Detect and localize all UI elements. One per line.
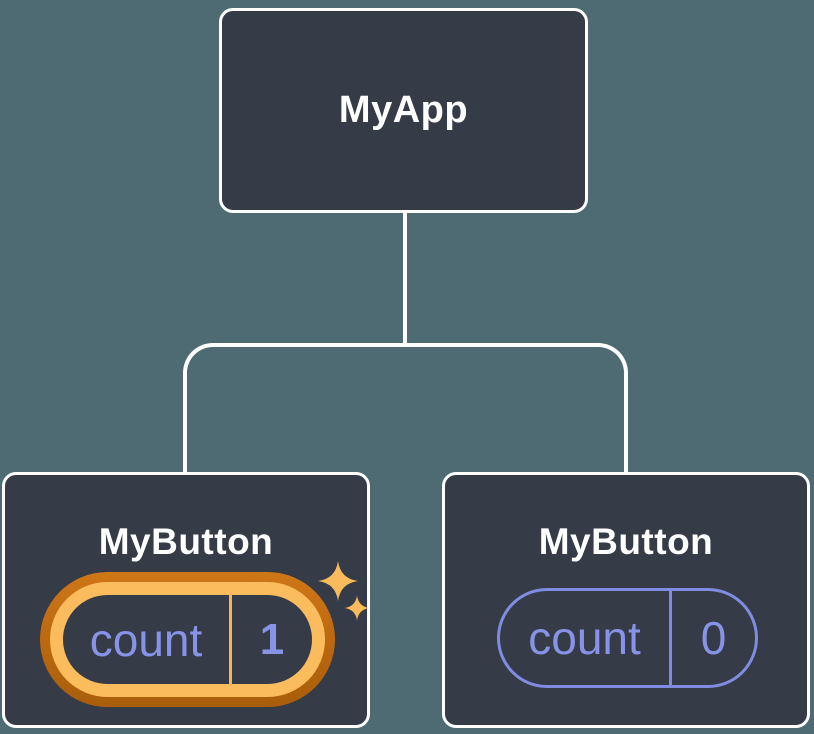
node-mybutton-right: MyButton count 0 xyxy=(442,472,810,728)
state-pill-highlight-ring: count 1 xyxy=(50,582,325,697)
state-key: count xyxy=(89,613,203,666)
node-mybutton-left-label: MyButton xyxy=(98,521,274,562)
state-pill-highlighted: count 1 xyxy=(40,572,335,707)
connector-root-stem xyxy=(403,213,407,343)
state-divider xyxy=(229,595,232,684)
state-pill-body: count 1 xyxy=(63,595,312,684)
connector-branch xyxy=(183,343,628,472)
node-myapp: MyApp xyxy=(219,8,588,213)
state-key: count xyxy=(528,612,641,664)
state-value: 1 xyxy=(259,614,285,664)
state-pill-plain: count 0 xyxy=(497,588,758,688)
node-mybutton-left: MyButton count 1 xyxy=(2,472,370,728)
state-value: 0 xyxy=(700,612,727,664)
node-mybutton-right-label: MyButton xyxy=(538,521,714,562)
node-myapp-label: MyApp xyxy=(338,89,469,131)
sparkle-icon xyxy=(318,561,370,621)
state-divider xyxy=(669,591,672,685)
